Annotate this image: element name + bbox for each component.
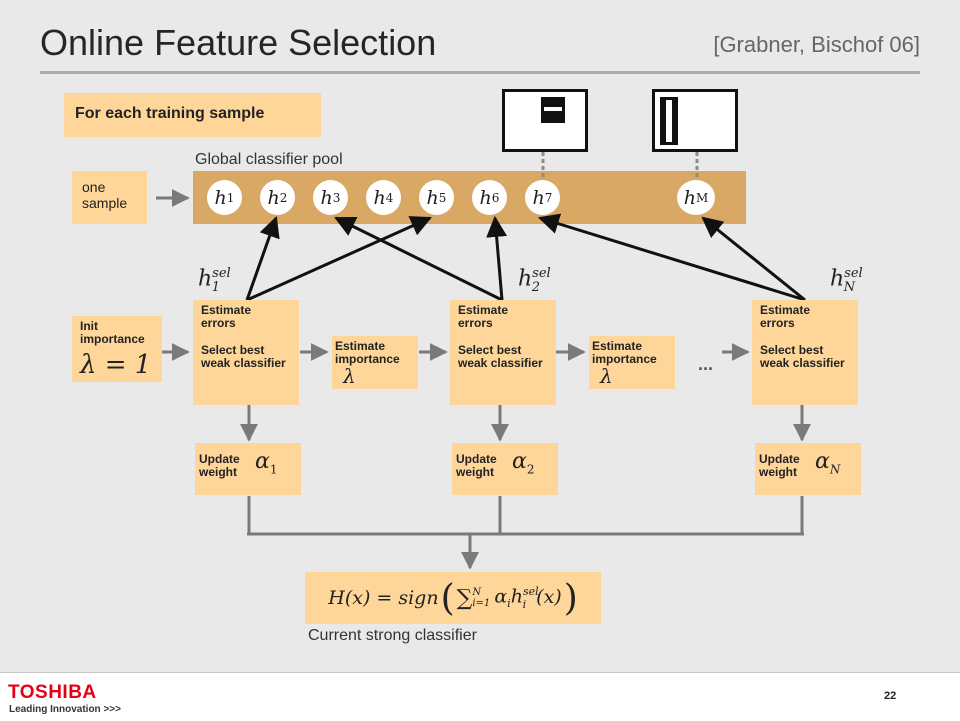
- strong-classifier-label: Current strong classifier: [308, 627, 477, 644]
- estimate-errors: Estimate errors: [458, 303, 509, 330]
- selector-box-n: Estimate errors Select best weak classif…: [752, 300, 858, 405]
- alpha-symbol: α1: [255, 449, 278, 477]
- selector-label-2: hsel2: [518, 266, 551, 295]
- select-best: Select best weak classifier: [760, 343, 845, 370]
- update-weight-box-n: Update weight αN: [755, 443, 861, 495]
- slide-footer: [0, 672, 960, 721]
- haar-feature-window-2: [652, 89, 738, 152]
- formula-term: αihseli(x): [494, 585, 562, 611]
- ellipsis: ...: [698, 354, 714, 374]
- importance-symbol: λ: [343, 364, 356, 388]
- slide-title: Online Feature Selection: [40, 22, 437, 63]
- select-best: Select best weak classifier: [201, 343, 286, 370]
- header-box: For each training sample: [64, 93, 321, 137]
- selector-box-2: Estimate errors Select best weak classif…: [450, 300, 556, 405]
- estimate-importance-label: Estimate importance: [335, 339, 400, 366]
- selector-label-n: hselN: [830, 266, 863, 295]
- init-importance-formula: λ = 1: [80, 350, 152, 380]
- estimate-importance-box-1: Estimate importance λ: [332, 336, 418, 389]
- company-tagline: Leading Innovation >>>: [9, 704, 121, 715]
- company-logo: TOSHIBA: [8, 682, 97, 703]
- page-number: 22: [884, 690, 897, 702]
- estimate-importance-label: Estimate importance: [592, 339, 657, 366]
- selector-label-1: hsel1: [198, 266, 231, 295]
- init-importance-label: Init importance: [80, 319, 145, 346]
- init-importance-box: Init importance λ = 1: [72, 316, 162, 382]
- update-weight-label: Update weight: [456, 452, 497, 479]
- pool-label: Global classifier pool: [195, 151, 343, 168]
- haar-feature-bar: [544, 107, 562, 111]
- strong-classifier-formula: H(x) = sign ( ∑ N i=1 αihseli(x) ): [305, 572, 601, 624]
- alpha-symbol: α2: [512, 449, 535, 477]
- estimate-importance-box-2: Estimate importance λ: [589, 336, 675, 389]
- title-rule: [40, 71, 920, 74]
- formula-lhs: H(x) = sign: [328, 587, 439, 609]
- estimate-errors: Estimate errors: [201, 303, 252, 330]
- sample-box: one sample: [72, 171, 147, 224]
- formula-close-paren: ): [563, 577, 578, 619]
- update-weight-label: Update weight: [759, 452, 800, 479]
- formula-open-paren: (: [440, 577, 455, 619]
- estimate-errors: Estimate errors: [760, 303, 811, 330]
- formula-sum: ∑ N i=1: [456, 585, 491, 611]
- selection-arrows: [156, 189, 806, 302]
- haar-feature-bar: [666, 100, 672, 142]
- update-weight-label: Update weight: [199, 452, 240, 479]
- update-weight-box-2: Update weight α2: [452, 443, 558, 495]
- flow-arrows: [162, 343, 811, 570]
- importance-symbol: λ: [600, 364, 613, 388]
- citation: [Grabner, Bischof 06]: [713, 32, 920, 57]
- update-weight-box-1: Update weight α1: [195, 443, 301, 495]
- alpha-symbol: αN: [815, 449, 841, 477]
- feature-dashed-links: [541, 152, 699, 180]
- selector-box-1: Estimate errors Select best weak classif…: [193, 300, 299, 405]
- haar-feature-window-1: [502, 89, 588, 152]
- select-best: Select best weak classifier: [458, 343, 543, 370]
